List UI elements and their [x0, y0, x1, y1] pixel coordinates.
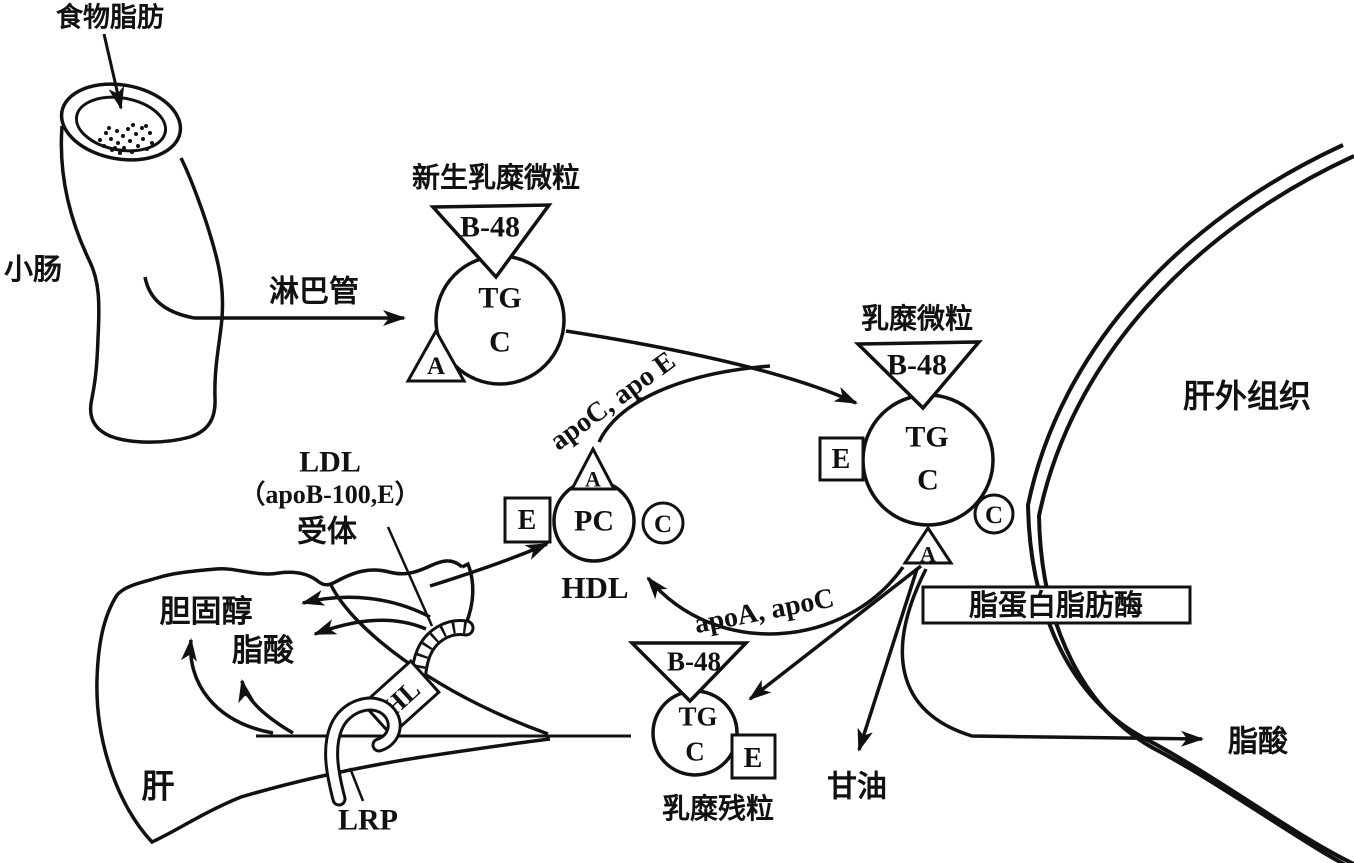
extrahepatic-tissue-label: 肝外组织: [1183, 377, 1311, 415]
fatty-acid-arrow: [900, 568, 1204, 747]
membrane-inner-line: [1036, 154, 1354, 863]
apoa-apoc-transfer-arrow: [646, 565, 905, 636]
remnant-label: 乳糜残粒: [662, 792, 774, 825]
remnant-b48-label: B-48: [667, 646, 721, 676]
lymph-duct-curve: [143, 276, 195, 320]
liver-inner-sweep: [329, 584, 549, 736]
dietary-fat-arrow: [102, 33, 125, 110]
extrahepatic-membrane: [1025, 143, 1354, 863]
receptor-to-cholesterol-arrow: [301, 590, 431, 619]
nascent-a-label: A: [427, 353, 445, 380]
hdl-label: HDL: [561, 570, 628, 605]
nascent-chylomicron-particle: B-48 TG C A: [405, 203, 566, 386]
remnant-particle: B-48 TG C E: [627, 641, 777, 780]
chylomicron-tg-label: TG: [905, 421, 948, 454]
remnant-tg-label: TG: [678, 701, 717, 731]
lipoprotein-lipase-box: 脂蛋白脂肪酶: [921, 585, 1192, 625]
intestine-opening-outer: [59, 82, 183, 162]
lrp-receptor-hook: [324, 696, 402, 807]
chylomicron-label: 乳糜微粒: [861, 302, 973, 335]
liver-label: 肝: [142, 767, 175, 806]
glycerol-label: 甘油: [827, 770, 887, 805]
apoc-apoe-transfer-arc: [597, 364, 771, 443]
intestine-tube-outline: [59, 125, 225, 444]
fatty-acid-liver-label: 脂酸: [232, 633, 295, 669]
small-intestine-label: 小肠: [4, 252, 62, 286]
cholesterol-label: 胆固醇: [160, 594, 253, 630]
liver-ear-edge: [461, 561, 475, 625]
remnant-c-label: C: [685, 736, 705, 766]
remnant-e-square: [730, 733, 777, 780]
lrp-label: LRP: [338, 804, 398, 837]
nascent-chylomicron-label: 新生乳糜微粒: [412, 161, 580, 194]
hdl-pc-label: PC: [574, 505, 614, 538]
remnant-e-label: E: [744, 743, 763, 774]
small-intestine-figure: [59, 33, 406, 444]
nascent-a-triangle: [405, 327, 467, 383]
hdl-a-label: A: [585, 467, 601, 492]
nascent-tg-label: TG: [478, 282, 521, 315]
chylomicron-b48-label: B-48: [887, 349, 947, 382]
membrane-outer-line: [1025, 143, 1354, 863]
intestine-opening-inner: [74, 95, 168, 153]
apoc-apoe-transfer-label: apoC, apo E: [544, 345, 681, 457]
hdl-e-square: [503, 496, 552, 544]
liver-to-hdl-arrow: [429, 542, 549, 588]
liver-outline: [95, 559, 551, 845]
dietary-fat-label: 食物脂肪: [56, 1, 164, 33]
chylomicron-particle: B-48 TG C E C A: [818, 340, 1015, 567]
nascent-to-chylomicron-arrow: [565, 329, 858, 405]
ldl-receptor-label: 受体: [297, 515, 358, 550]
hdl-c-label: C: [654, 511, 672, 538]
nascent-c-label: C: [489, 326, 511, 359]
lrp-pointer-line: [348, 767, 365, 802]
chylomicron-e-square: [818, 436, 865, 482]
baseline-to-fattyacid-arrow: [238, 679, 294, 735]
chylomicron-a-triangle: [902, 525, 954, 565]
hdl-particle: PC A E C: [503, 445, 685, 563]
receptor-to-fattyacid-arrow: [313, 618, 427, 636]
ldl-label-line2: （apoB-100,E）: [239, 480, 420, 509]
chylomicron-core-circle: [861, 393, 995, 527]
chylomicron-c-apo-label: C: [985, 502, 1003, 529]
remnant-b48-triangle: [627, 641, 751, 704]
hdl-c-circle: [641, 501, 685, 545]
fatty-acid-right-label: 脂酸: [1228, 725, 1289, 760]
chylomicron-c-circle: [973, 493, 1015, 535]
lymph-vessel-label: 淋巴管: [269, 275, 359, 310]
chylomicron-e-label: E: [832, 444, 851, 475]
chylomicron-c-core-label: C: [917, 464, 939, 497]
chylomicron-b48-triangle: [853, 340, 983, 411]
lipoprotein-lipase-label: 脂蛋白脂肪酶: [969, 588, 1143, 622]
hdl-e-label: E: [518, 505, 537, 536]
glycerol-arrow: [857, 568, 919, 752]
baseline-to-cholesterol-arrow: [181, 638, 274, 735]
receptor-pointer-line: [386, 526, 434, 627]
nascent-b48-triangle: [429, 203, 553, 280]
hdl-a-triangle: [569, 445, 617, 491]
ldl-label-line1: LDL: [299, 446, 361, 479]
nascent-b48-label: B-48: [460, 211, 520, 244]
liver-figure: HL: [95, 526, 631, 845]
chylomicron-a-label: A: [920, 542, 936, 567]
apoa-apoc-transfer-label: apoA, apoC: [692, 583, 837, 640]
chylomicron-to-remnant-arrow: [748, 564, 923, 701]
fat-droplet-dots: [98, 123, 154, 155]
